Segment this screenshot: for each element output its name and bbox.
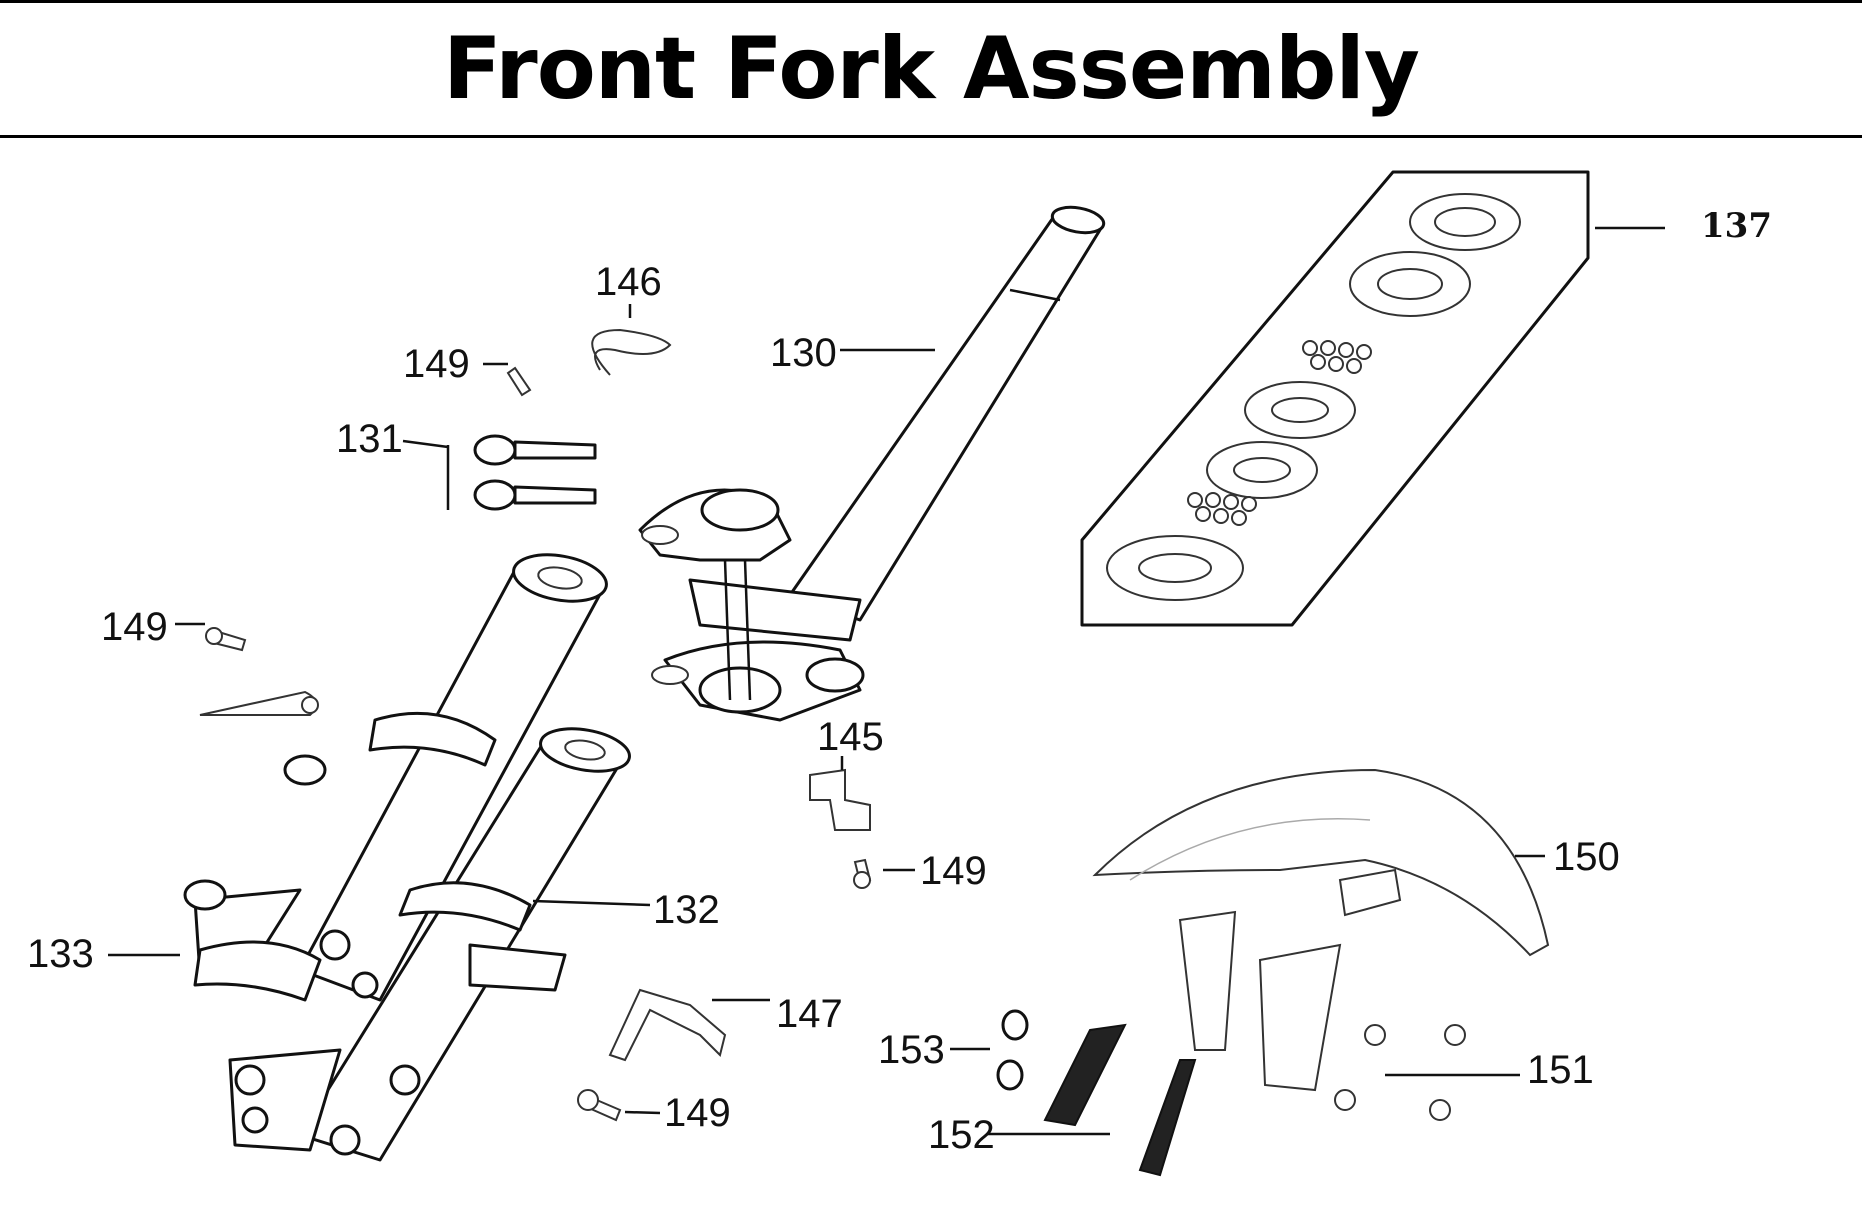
bracket-147: [608, 988, 727, 1062]
bearing-kit-137: [1080, 170, 1590, 627]
callout-131: 131: [336, 417, 403, 461]
callout-152: 152: [928, 1113, 995, 1157]
callout-146: 146: [595, 260, 662, 304]
ball-ring-upper: [1302, 340, 1372, 374]
exploded-parts-diagram: 130 131 132 133 137 145 146 147 149 149 …: [27, 170, 1772, 1177]
fork-leg-left: [183, 553, 608, 1002]
fender-screws-151: [1334, 1024, 1466, 1121]
diagram-title: Front Fork Assembly: [443, 19, 1420, 119]
bolts-131: [446, 434, 597, 511]
callout-149-mid: 149: [920, 849, 987, 893]
callout-133: 133: [27, 932, 94, 976]
callout-150: 150: [1553, 835, 1620, 879]
callout-153: 153: [878, 1028, 945, 1072]
front-fender-150: [1092, 768, 1550, 1092]
callout-145: 145: [817, 715, 884, 759]
screw-149-a: [506, 366, 532, 397]
callout-labels: 130 131 132 133 137 145 146 147 149 149 …: [27, 206, 1772, 1157]
fork-leg-right: [228, 727, 631, 1162]
callout-147: 147: [776, 992, 843, 1036]
bracket-145: [809, 768, 871, 831]
clip-146: [591, 328, 672, 376]
screw-149-d: [577, 1089, 622, 1122]
callout-137: 137: [1701, 206, 1772, 246]
cable-guide: [199, 690, 319, 716]
callout-151: 151: [1527, 1048, 1594, 1092]
reflectors-152: [1043, 1023, 1197, 1177]
callout-149-top: 149: [403, 342, 470, 386]
screw-149-c: [853, 858, 872, 889]
leader-lines: [108, 226, 1665, 1136]
callout-149-bottom: 149: [664, 1091, 731, 1135]
ball-ring-lower: [1187, 492, 1257, 526]
callout-149-left: 149: [101, 605, 168, 649]
callout-130: 130: [770, 331, 837, 375]
screw-149-b: [205, 627, 247, 652]
callout-132: 132: [653, 888, 720, 932]
title-bar: Front Fork Assembly: [0, 0, 1862, 138]
steering-stem-130: [788, 205, 1106, 622]
triple-clamp: [638, 488, 865, 722]
washers-153: [996, 1009, 1029, 1091]
